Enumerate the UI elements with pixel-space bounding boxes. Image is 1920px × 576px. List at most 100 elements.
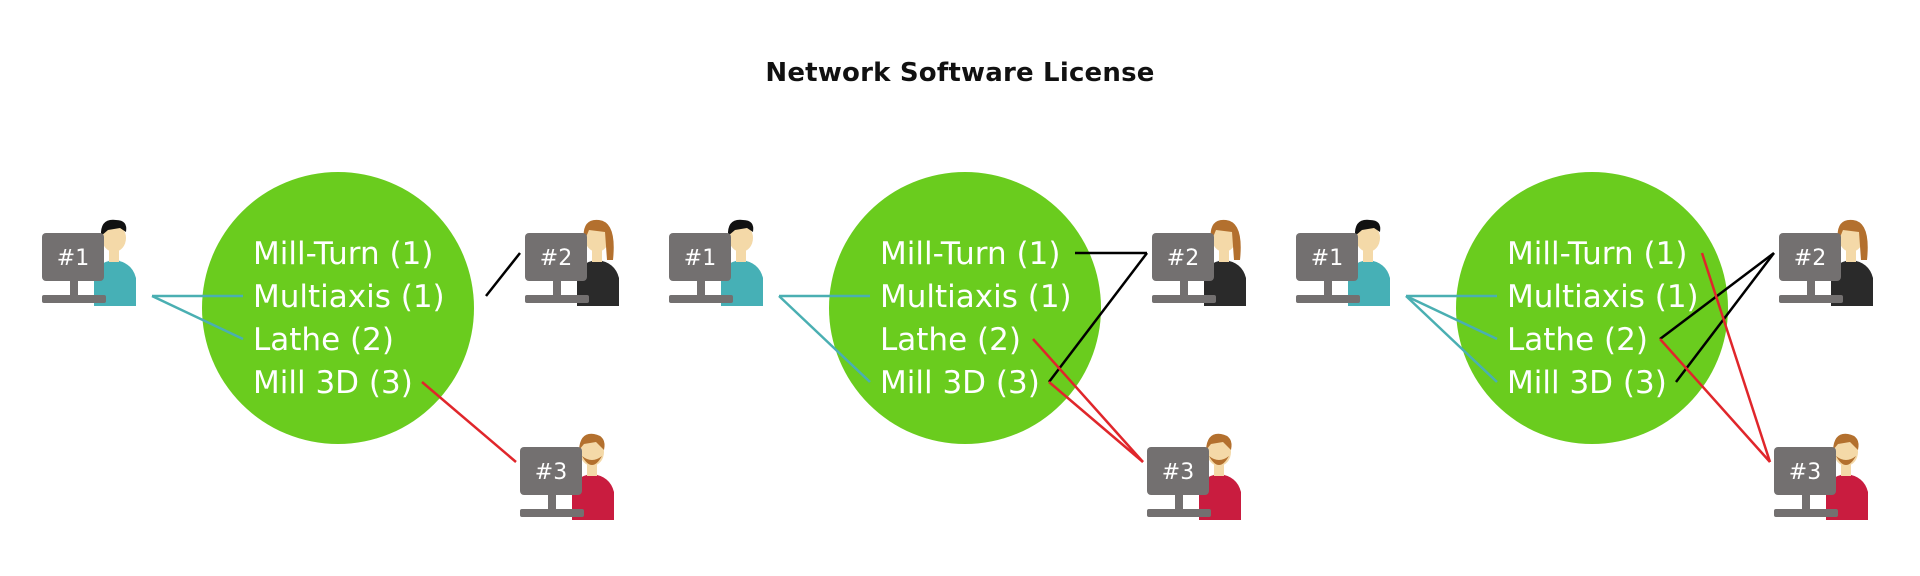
person-body	[572, 474, 614, 520]
connection-line	[421, 381, 517, 463]
person-neck	[1846, 250, 1856, 262]
module-label: Multiaxis (1)	[880, 279, 1072, 315]
workstation-2: #2	[1152, 219, 1246, 306]
scenario-3: Mill-Turn (1) Multiaxis (1) Lathe (2) Mill …	[1296, 172, 1873, 520]
person-body	[1204, 260, 1246, 306]
module-label: Mill-Turn (1)	[880, 236, 1060, 272]
person-hair	[579, 433, 605, 450]
module-label: Mill-Turn (1)	[253, 236, 433, 272]
person-body	[94, 260, 136, 306]
diagram-title: Network Software License	[765, 58, 1155, 88]
connection-line	[1405, 294, 1498, 341]
person-neck	[1363, 250, 1373, 262]
workstation-3: #3	[1147, 433, 1241, 520]
monitor-base	[520, 509, 584, 517]
monitor-stand	[1802, 495, 1810, 511]
module-label: Lathe (2)	[880, 322, 1021, 358]
monitor-stand	[548, 495, 556, 511]
monitor-base	[1296, 295, 1360, 303]
person-hair	[583, 219, 614, 260]
person-hair	[1833, 433, 1859, 450]
workstation-1: #1	[42, 219, 136, 306]
license-pool-circle	[202, 172, 474, 444]
monitor-stand	[1175, 495, 1183, 511]
monitor-stand	[697, 281, 705, 297]
monitor-screen	[1147, 447, 1209, 495]
module-label: Lathe (2)	[1507, 322, 1648, 358]
connection-line	[1032, 338, 1144, 463]
monitor-base	[1147, 509, 1211, 517]
person-body	[1199, 474, 1241, 520]
module-label: Multiaxis (1)	[253, 279, 445, 315]
person-neck	[1841, 464, 1851, 476]
person-head	[102, 224, 126, 252]
person-body	[1826, 474, 1868, 520]
license-pool-circle	[1456, 172, 1728, 444]
connection-line	[778, 295, 871, 383]
person-beard	[1836, 456, 1856, 465]
monitor-screen	[525, 233, 587, 281]
workstation-label: #2	[1794, 246, 1826, 271]
monitor-screen	[1296, 233, 1358, 281]
person-neck	[1214, 464, 1224, 476]
monitor-base	[669, 295, 733, 303]
person-neck	[587, 464, 597, 476]
connection-line	[1700, 252, 1772, 463]
module-label: Mill 3D (3)	[253, 365, 413, 401]
connection-line	[1675, 252, 1775, 383]
monitor-stand	[553, 281, 561, 297]
person-beard	[1209, 456, 1229, 465]
person-body	[721, 260, 763, 306]
monitor-screen	[1774, 447, 1836, 495]
monitor-screen	[1779, 233, 1841, 281]
workstation-1: #1	[669, 219, 763, 306]
connection-line	[1048, 381, 1144, 463]
monitor-stand	[1180, 281, 1188, 297]
workstation-label: #1	[57, 246, 89, 271]
monitor-base	[1779, 295, 1843, 303]
person-hair	[727, 219, 754, 236]
module-label: Mill 3D (3)	[880, 365, 1040, 401]
person-head	[729, 224, 753, 252]
connection-line	[151, 294, 244, 341]
workstation-label: #1	[684, 246, 716, 271]
person-body	[1348, 260, 1390, 306]
person-hair	[100, 219, 127, 236]
person-neck	[109, 250, 119, 262]
workstation-3: #3	[1774, 433, 1868, 520]
person-hair	[1354, 219, 1381, 236]
connection-lines	[1405, 252, 1775, 463]
monitor-base	[525, 295, 589, 303]
monitor-stand	[1807, 281, 1815, 297]
person-head	[1356, 224, 1380, 252]
monitor-base	[42, 295, 106, 303]
module-label: Mill 3D (3)	[1507, 365, 1667, 401]
license-pool-circle	[829, 172, 1101, 444]
person-body	[1831, 260, 1873, 306]
workstation-label: #2	[540, 246, 572, 271]
workstation-1: #1	[1296, 219, 1390, 306]
monitor-base	[1152, 295, 1216, 303]
person-beard	[582, 456, 602, 465]
module-label: Mill-Turn (1)	[1507, 236, 1687, 272]
connection-lines	[151, 252, 521, 463]
connection-line	[1659, 338, 1771, 463]
monitor-screen	[1152, 233, 1214, 281]
person-hair	[1837, 219, 1868, 260]
workstation-3: #3	[520, 433, 614, 520]
workstation-label: #3	[1162, 460, 1194, 485]
workstation-label: #1	[1311, 246, 1343, 271]
person-hair	[1210, 219, 1241, 260]
module-label: Multiaxis (1)	[1507, 279, 1699, 315]
monitor-screen	[669, 233, 731, 281]
monitor-screen	[520, 447, 582, 495]
workstation-2: #2	[1779, 219, 1873, 306]
person-body	[577, 260, 619, 306]
scenario-1: Mill-Turn (1)Multiaxis (1)Lathe (2)Mill …	[42, 172, 619, 520]
monitor-base	[1774, 509, 1838, 517]
person-neck	[736, 250, 746, 262]
person-neck	[1219, 250, 1229, 262]
person-hair	[1206, 433, 1232, 450]
workstation-label: #3	[1789, 460, 1821, 485]
connection-lines	[778, 251, 1148, 463]
